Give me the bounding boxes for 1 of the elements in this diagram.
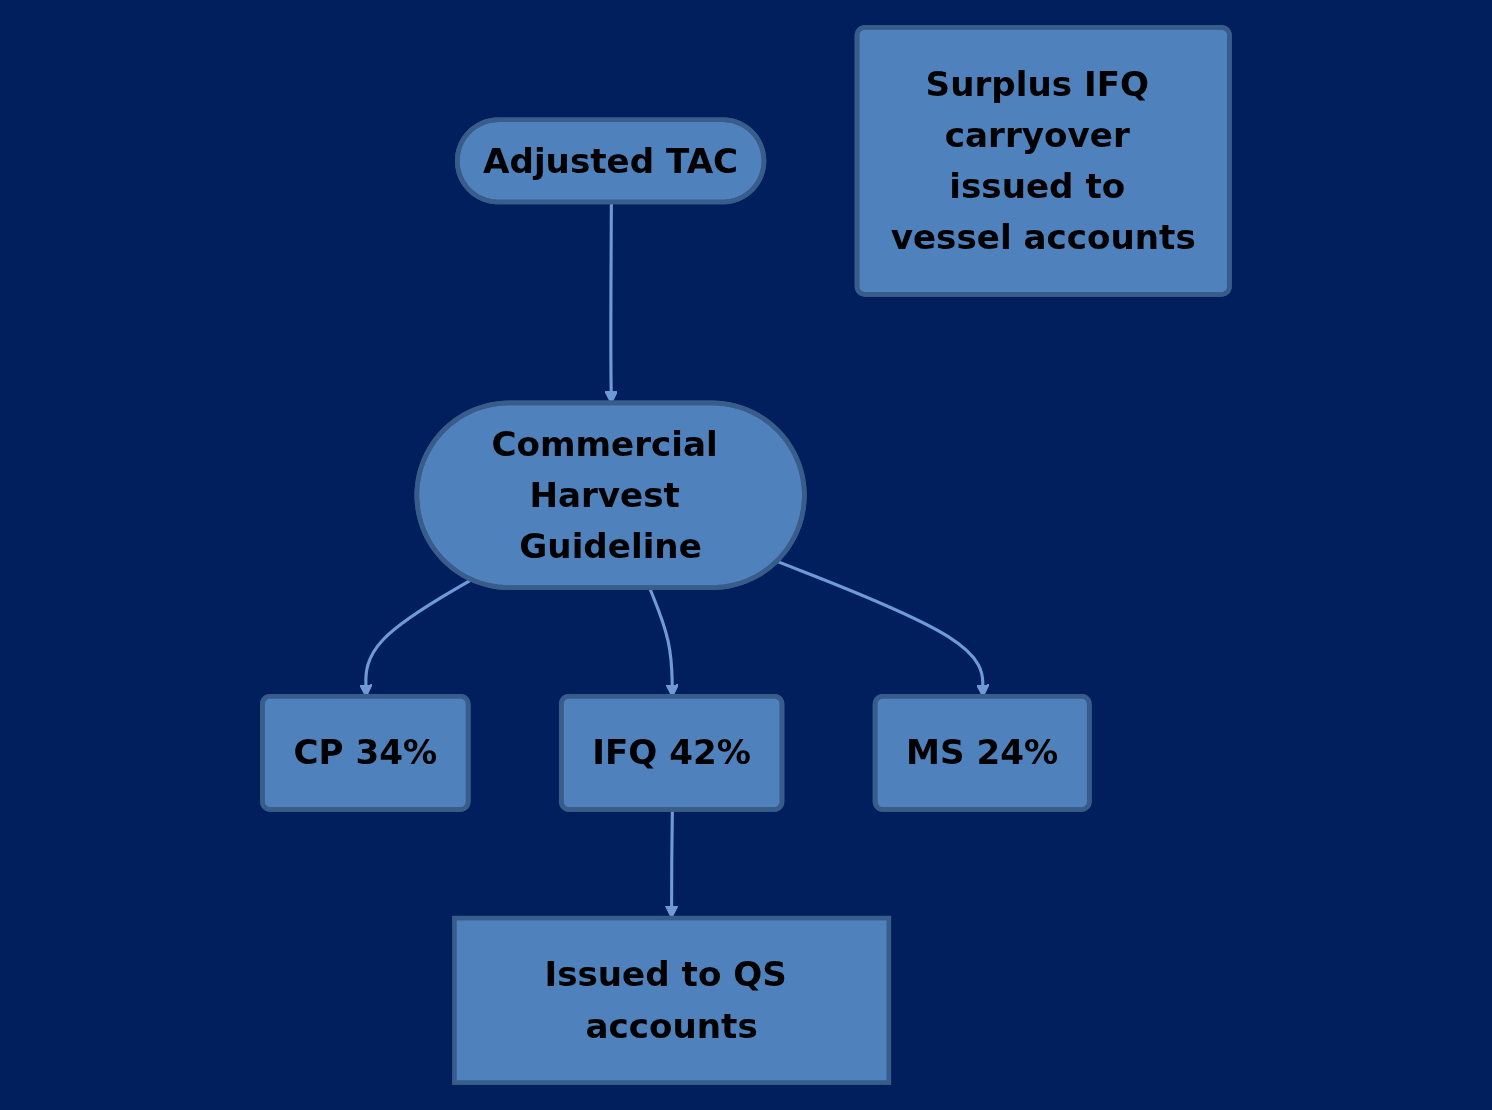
- node-box: Issued to QS accounts: [452, 915, 892, 1085]
